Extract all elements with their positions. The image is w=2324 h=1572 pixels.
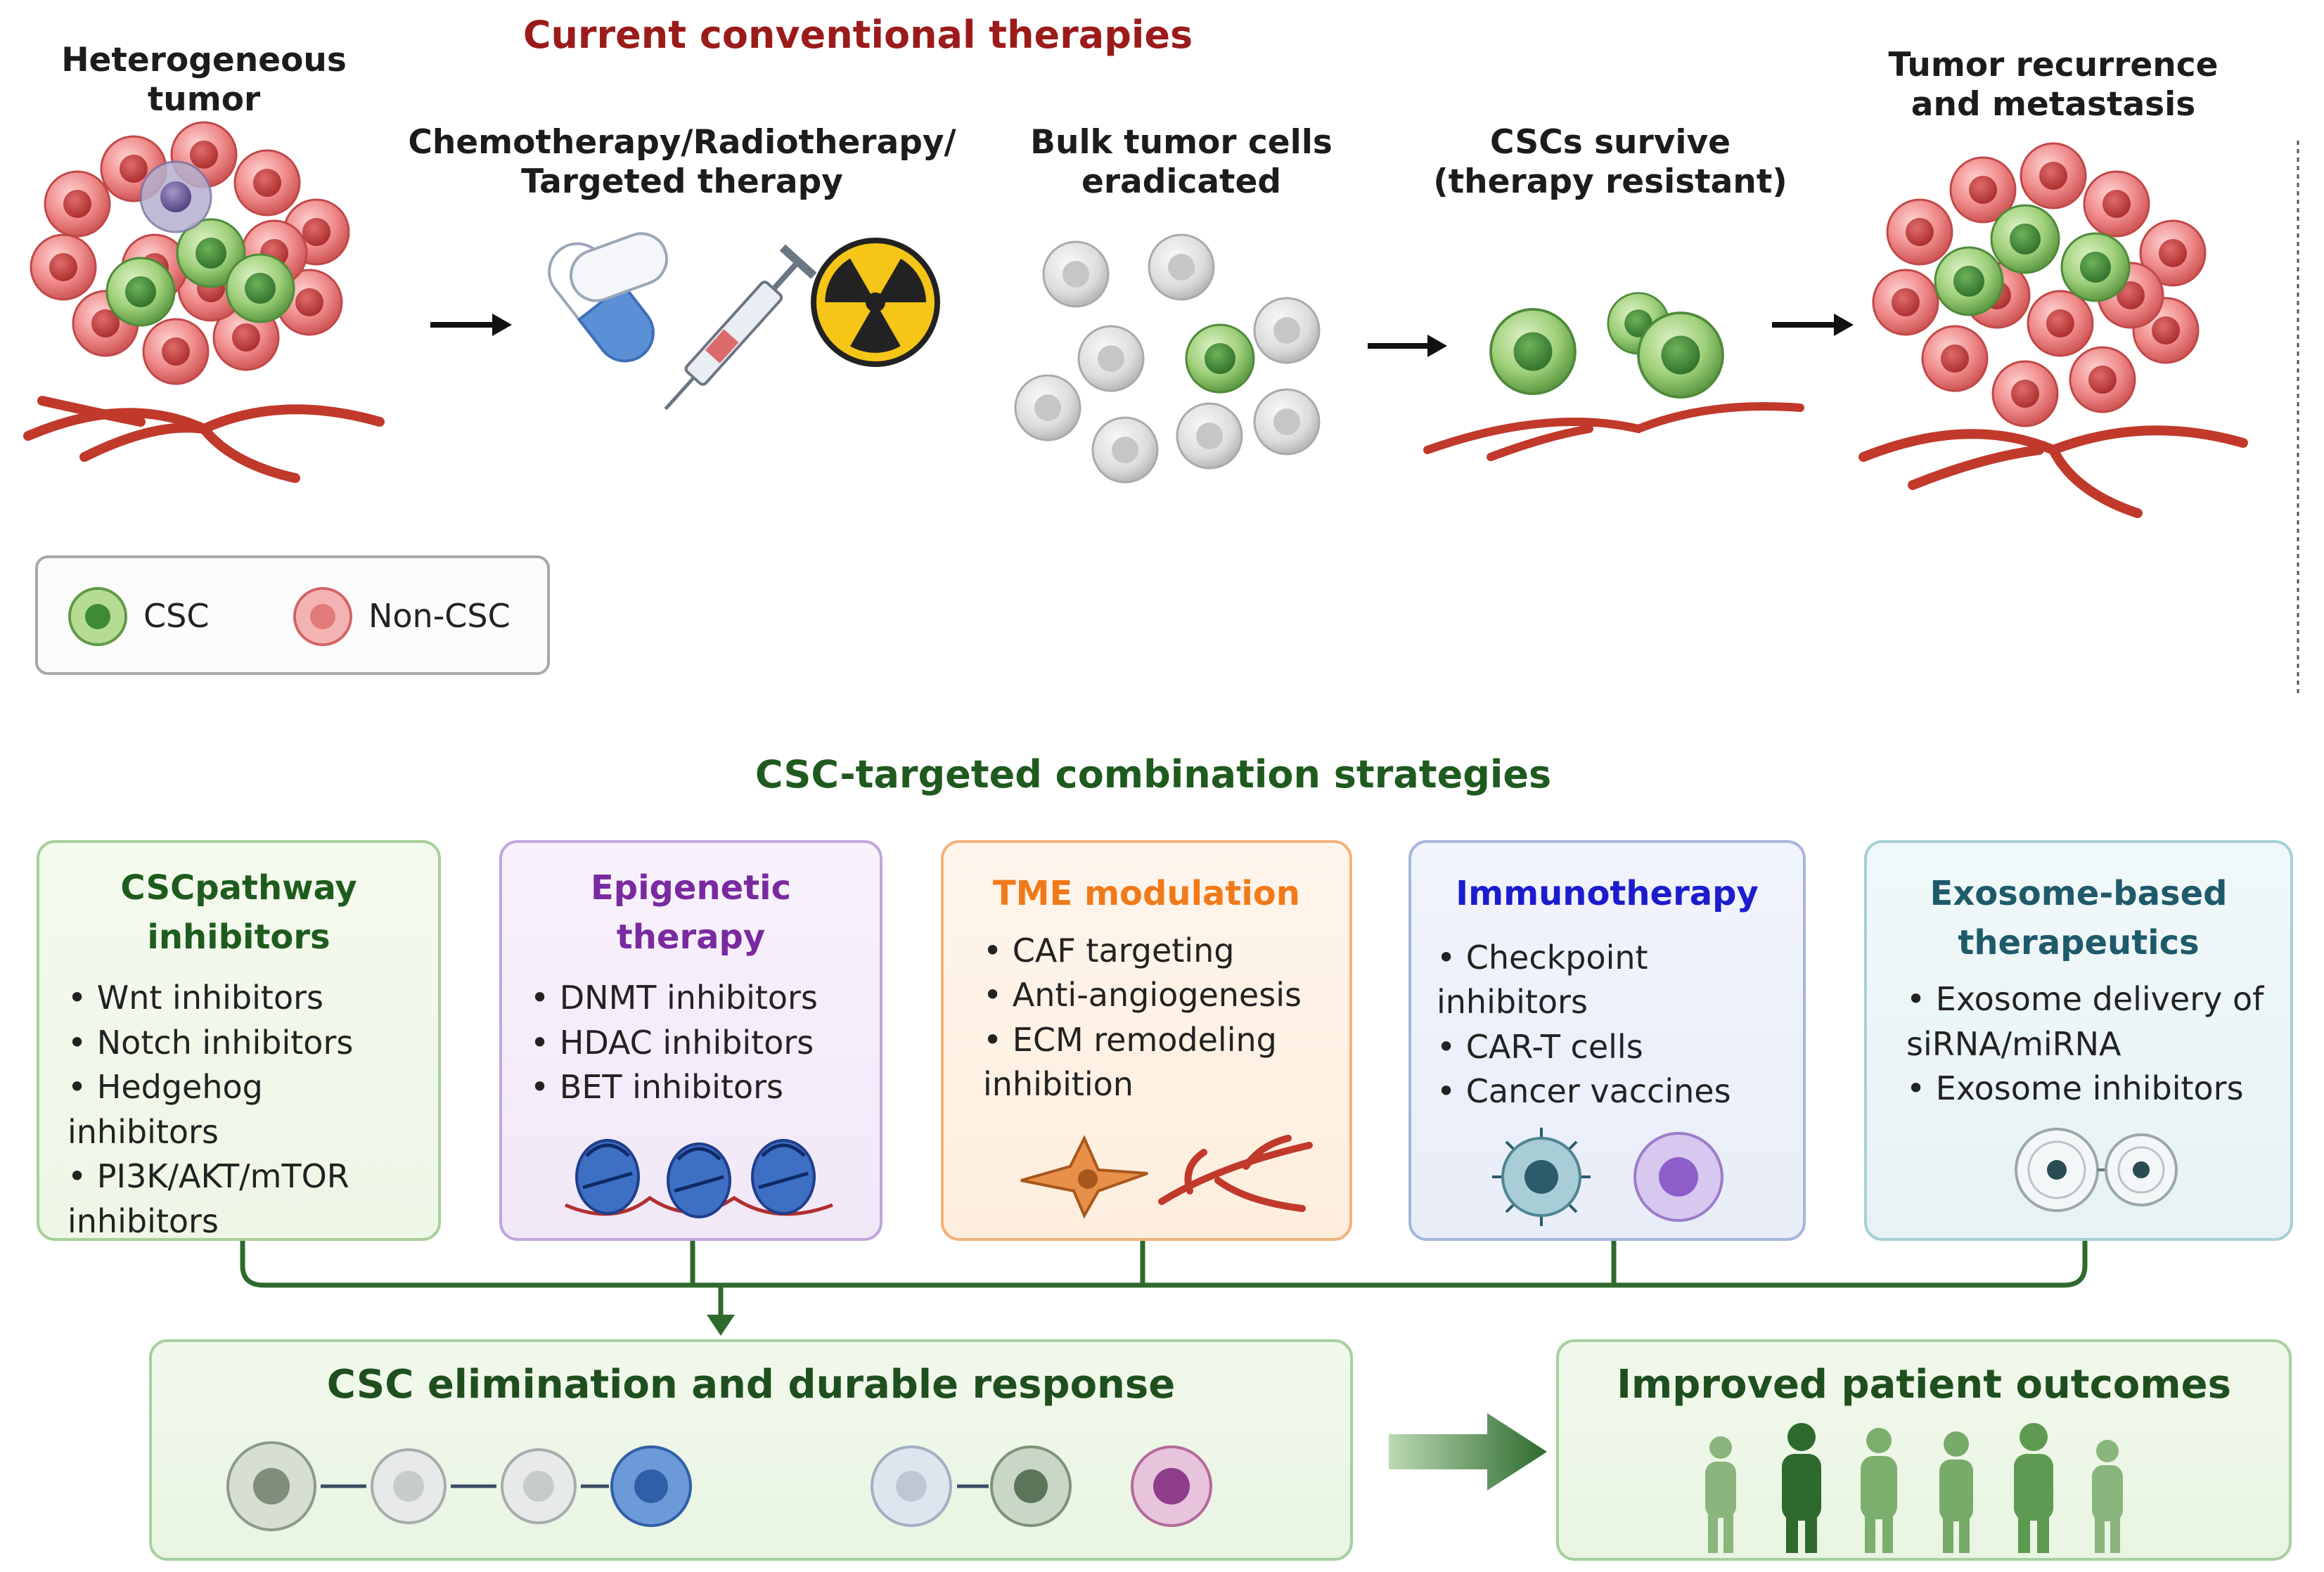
list-item: Cancer vaccines <box>1437 1069 1783 1114</box>
blood-vessel-2 <box>1423 402 1804 461</box>
outcome-title-improved: Improved patient outcomes <box>1617 1362 2231 1407</box>
list-item: Checkpoint inhibitors <box>1437 936 1783 1025</box>
strategy-box-immunotherapy: Immunotherapy Checkpoint inhibitors CAR-… <box>1408 840 1806 1241</box>
conventional-therapies-title: Current conventional therapies <box>522 13 1193 57</box>
list-item: CAF targeting <box>983 929 1330 973</box>
list-item: CAR-T cells <box>1437 1025 1783 1069</box>
person-icon <box>2014 1423 2053 1553</box>
strategy-list-immunotherapy: Checkpoint inhibitors CAR-T cells Cancer… <box>1411 919 1803 1114</box>
strategy-title-tme: TME modulation <box>993 874 1300 913</box>
exosome-icon <box>2015 1128 2178 1212</box>
arrow-right-icon <box>430 314 512 336</box>
strategy-list-exosome: Exosome delivery of siRNA/miRNA Exosome … <box>1867 967 2290 1111</box>
list-item: ECM remodeling inhibition <box>983 1018 1330 1107</box>
person-icon <box>2092 1440 2123 1553</box>
list-item: PI3K/AKT/mTOR inhibitors <box>68 1154 418 1244</box>
capsule-icon <box>570 232 668 302</box>
arrow-right-icon <box>1368 335 1447 357</box>
recurrent-tumor-cluster <box>1872 142 2207 427</box>
strategy-title-epigenetic: Epigenetic therapy <box>590 868 792 957</box>
surviving-cscs <box>1489 292 1724 399</box>
step-therapy-label: Chemotherapy/Radiotherapy/ Targeted ther… <box>408 123 956 202</box>
patients-illustration <box>1705 1423 2123 1553</box>
radiation-icon <box>811 238 940 367</box>
strategy-box-epigenetic: Epigenetic therapy DNMT inhibitors HDAC … <box>499 840 882 1241</box>
outcome-title-elimination: CSC elimination and durable response <box>326 1362 1176 1407</box>
strategy-list-tme: CAF targeting Anti-angiogenesis ECM remo… <box>944 919 1349 1107</box>
person-icon <box>1939 1431 1973 1553</box>
list-item: DNMT inhibitors <box>530 976 860 1020</box>
legend: CSC Non-CSC <box>35 555 550 675</box>
strategy-title-exosome: Exosome-based therapeutics <box>1930 874 2228 962</box>
list-item: Exosome inhibitors <box>1906 1067 2271 1111</box>
step-heterogeneous-tumor-label: Heterogeneous tumor <box>61 41 347 120</box>
step-recurrence-label: Tumor recurrence and metastasis <box>1888 46 2219 124</box>
strategy-box-exosome: Exosome-based therapeutics Exosome deliv… <box>1864 840 2293 1241</box>
strategy-title-csc-pathway: CSCpathway inhibitors <box>120 868 357 957</box>
list-item: Exosome delivery of siRNA/miRNA <box>1906 977 2271 1067</box>
step-bulk-eradicated-label: Bulk tumor cells eradicated <box>1030 123 1333 202</box>
strategies-title: CSC-targeted combination strategies <box>755 752 1552 797</box>
csc-legend-icon <box>68 587 127 646</box>
strategy-title-immunotherapy: Immunotherapy <box>1456 874 1759 913</box>
list-item: Notch inhibitors <box>68 1021 418 1065</box>
list-item: Hedgehog inhibitors <box>68 1065 418 1154</box>
outcome-box-elimination: CSC elimination and durable response <box>149 1339 1353 1561</box>
arrow-right-icon <box>1389 1413 1547 1490</box>
top-illustrations <box>23 121 2299 696</box>
csc-legend-label: CSC <box>143 597 210 635</box>
list-item: Wnt inhibitors <box>68 976 418 1020</box>
noncsc-legend-icon <box>293 587 352 646</box>
list-item: BET inhibitors <box>530 1065 860 1109</box>
strategy-list-epigenetic: DNMT inhibitors HDAC inhibitors BET inhi… <box>502 962 880 1109</box>
fibroblast-icon <box>1020 1135 1313 1219</box>
noncsc-legend-label: Non-CSC <box>368 597 511 635</box>
heterogeneous-tumor-cluster <box>30 121 350 385</box>
eradicated-cell-cluster <box>1014 233 1321 484</box>
syringe-icon <box>664 244 817 411</box>
person-icon <box>1861 1428 1897 1553</box>
cell-transition-illustration <box>226 1441 1212 1531</box>
list-item: HDAC inhibitors <box>530 1021 860 1065</box>
strategy-box-csc-pathway: CSCpathway inhibitors Wnt inhibitors Not… <box>37 840 441 1241</box>
person-icon <box>1705 1436 1736 1553</box>
blood-vessel-3 <box>1858 425 2248 518</box>
blood-vessel-1 <box>23 396 385 483</box>
arrow-right-icon <box>1772 314 1854 336</box>
person-icon <box>1782 1423 1821 1553</box>
strategy-box-tme: TME modulation CAF targeting Anti-angiog… <box>941 840 1352 1241</box>
immune-cell-icon <box>1492 1128 1723 1226</box>
list-item: Anti-angiogenesis <box>983 973 1330 1017</box>
outcome-box-improved: Improved patient outcomes <box>1556 1339 2292 1561</box>
step-cscs-survive-label: CSCs survive (therapy resistant) <box>1433 123 1787 202</box>
nucleosome-icon <box>565 1139 833 1218</box>
strategy-connectors <box>240 1241 2088 1336</box>
strategy-list-csc-pathway: Wnt inhibitors Notch inhibitors Hedgehog… <box>39 962 438 1244</box>
